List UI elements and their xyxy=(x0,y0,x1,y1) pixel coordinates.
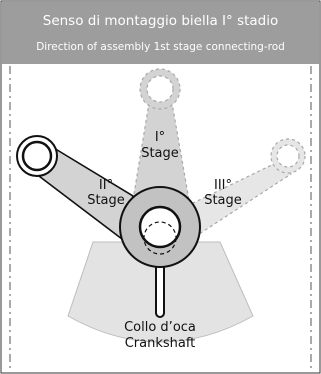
stage3-label-line2: Stage xyxy=(204,193,242,208)
crankshaft-label-line2: Crankshaft xyxy=(125,336,196,351)
stage3-end-hole xyxy=(276,144,300,168)
stage2-label-line1: II° xyxy=(99,178,113,193)
stage1-label-line2: Stage xyxy=(141,146,179,161)
stage2-label-line2: Stage xyxy=(87,193,125,208)
stage1-label-line1: I° xyxy=(155,130,165,145)
stage2-end-hole xyxy=(21,140,53,172)
hub-bore xyxy=(138,205,182,249)
crank-pin xyxy=(155,261,165,318)
header-bar xyxy=(2,2,319,64)
header-title: Senso di montaggio biella I° stadio xyxy=(43,13,279,29)
header-subtitle: Direction of assembly 1st stage connecti… xyxy=(36,41,285,53)
stage3-label-line1: III° xyxy=(214,178,232,193)
stage1-end-hole xyxy=(146,75,174,103)
crankshaft-label-line1: Collo d’oca xyxy=(124,320,196,335)
crank-journal-hidden xyxy=(143,221,177,255)
